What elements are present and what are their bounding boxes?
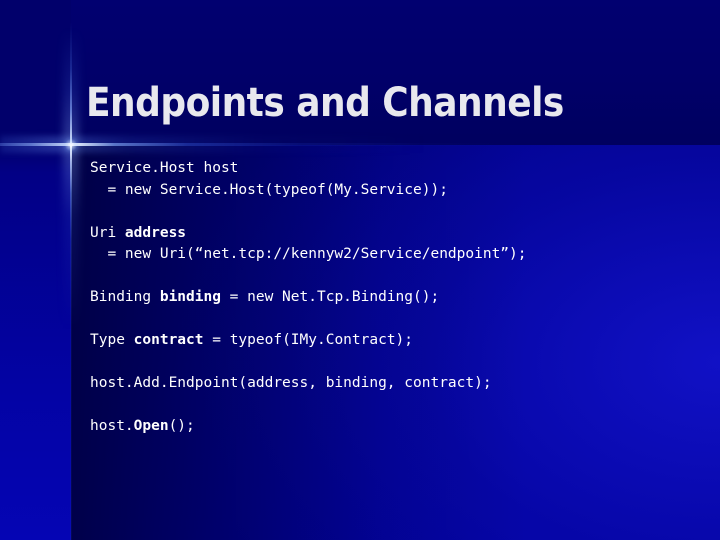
crosshair-icon xyxy=(62,136,80,154)
code-token: = new Uri(“net.tcp://kennyw2/Service/end… xyxy=(90,246,527,262)
code-line: Service.Host host xyxy=(90,158,690,180)
code-line: = new Service.Host(typeof(My.Service)); xyxy=(90,180,690,202)
background-top-band xyxy=(0,0,720,145)
code-line-blank xyxy=(90,352,690,374)
code-token: Uri xyxy=(90,224,125,241)
code-token: Type xyxy=(90,332,134,348)
code-line: Uri address xyxy=(90,223,690,245)
code-line: = new Uri(“net.tcp://kennyw2/Service/end… xyxy=(90,244,690,266)
code-token-emphasis: binding xyxy=(159,289,221,305)
code-line: Type contract = typeof(IMy.Contract); xyxy=(90,330,690,352)
code-token-emphasis: Open xyxy=(133,418,169,434)
vertical-light-line-icon xyxy=(70,22,72,540)
code-line: host.Add.Endpoint(address, binding, cont… xyxy=(90,373,690,395)
horizontal-light-line-icon xyxy=(0,143,520,146)
code-block: Service.Host host = new Service.Host(typ… xyxy=(90,158,690,438)
code-token-emphasis: address xyxy=(124,224,187,241)
background-left-strip xyxy=(0,0,71,540)
code-line: host.Open(); xyxy=(90,416,690,438)
slide-title: Endpoints and Channels xyxy=(86,79,564,126)
code-token: host. xyxy=(90,418,134,434)
code-token: = new Service.Host(typeof(My.Service)); xyxy=(90,181,448,198)
code-token: = typeof(IMy.Contract); xyxy=(203,332,414,348)
code-line-blank xyxy=(90,201,690,223)
code-token: (); xyxy=(168,418,195,434)
code-line: Binding binding = new Net.Tcp.Binding(); xyxy=(90,287,690,309)
code-token: = new Net.Tcp.Binding(); xyxy=(220,289,440,305)
background-left-shade xyxy=(71,145,720,540)
code-token: host.Add.Endpoint(address, binding, cont… xyxy=(90,375,492,391)
code-token: Service.Host host xyxy=(90,160,239,176)
code-line-blank xyxy=(90,266,690,288)
code-token: Binding xyxy=(90,289,160,305)
code-line-blank xyxy=(90,395,690,417)
code-token-emphasis: contract xyxy=(133,332,204,348)
code-line-blank xyxy=(90,309,690,331)
